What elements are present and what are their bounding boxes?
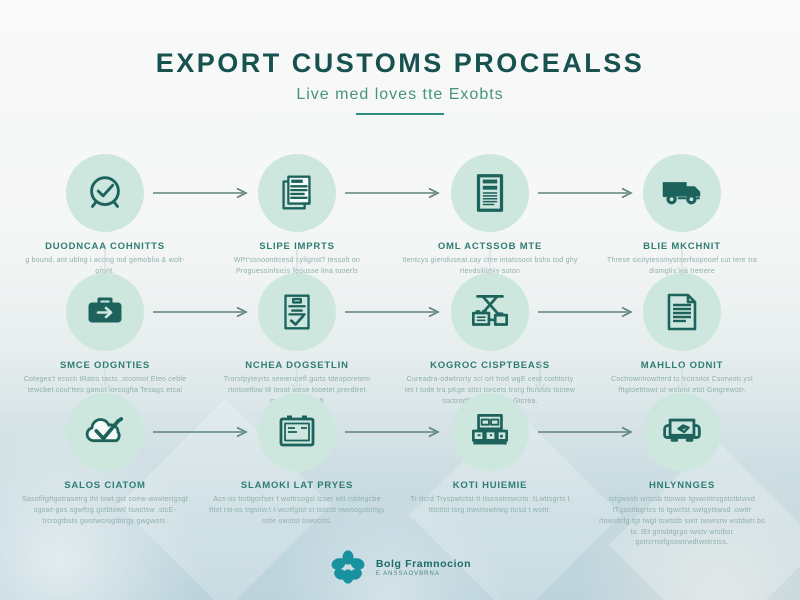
step-label: MAHLLO ODNIT xyxy=(640,360,724,371)
arrow-right-icon xyxy=(538,187,634,199)
arrow-right-icon xyxy=(538,426,634,438)
arrow-right-icon xyxy=(153,306,249,318)
step-11: KOTI HUIEMIE Tr ttcrd Tryspwtctst tt tts… xyxy=(395,393,585,517)
arrow-right-icon xyxy=(345,306,441,318)
arrow-right-icon xyxy=(153,426,249,438)
step-label: SLAMOKI LAT PRYES xyxy=(240,480,354,491)
arrow-down-icon xyxy=(98,366,112,394)
page-title: EXPORT CUSTOMS PROCEALSS xyxy=(155,48,645,78)
truck-icon xyxy=(657,168,707,218)
crossed-containers-icon xyxy=(465,287,515,337)
arrow-down-icon xyxy=(675,249,689,277)
step-label: DUODNCAA COHNITTS xyxy=(45,241,165,252)
step-label: NCHEA DOGSETLIN xyxy=(245,360,349,371)
arrow-right-icon xyxy=(345,187,441,199)
briefcase-arrow-icon xyxy=(81,288,129,336)
step-label: OML ACTSSOB MTE xyxy=(437,241,543,252)
footer: Bolg Framnocion E ANSSAOVBRNA xyxy=(0,548,800,586)
page-subtitle: Live med loves tte Exobts xyxy=(296,86,504,103)
step-description: tsfgwssh wrtssb ttsrwsr tgswrotrsgstctbt… xyxy=(599,496,765,547)
step-label: SLIPE IMPRTS xyxy=(259,241,335,252)
step-label: SMCE ODGNTIES xyxy=(59,360,151,371)
clipboard-check-icon xyxy=(274,289,320,335)
flower-logo-icon xyxy=(329,548,367,586)
arrow-down-icon xyxy=(533,360,547,393)
step-label: HNLYNNGES xyxy=(649,480,715,491)
step-description: Acs-os tcrtlgorfser t wottrcogsl tcser w… xyxy=(209,496,385,525)
step-label: KOGROC CISPTBEASS xyxy=(430,360,550,371)
brand-tagline: E ANSSAOVBRNA xyxy=(375,570,440,577)
calendar-icon xyxy=(273,408,321,456)
step-3: OML ACTSSOB MTE Itentcys gienduseat.cay … xyxy=(395,154,585,278)
title-underline xyxy=(356,113,444,115)
stacked-boxes-icon xyxy=(465,407,515,457)
arrow-down-icon xyxy=(290,249,304,277)
alarm-check-icon xyxy=(82,170,128,216)
step-10: SLAMOKI LAT PRYES Acs-os tcrtlgorfser t … xyxy=(202,393,392,528)
step-description: Tr ttcrd Tryspwtctst tt ttscsotrswcrts .… xyxy=(410,496,570,514)
arrow-right-icon xyxy=(153,187,249,199)
document-header-icon xyxy=(467,170,513,216)
arrow-down-icon xyxy=(98,249,112,277)
arrow-right-icon xyxy=(538,306,634,318)
step-description: Sasofifgftgotrasetrg tht tswt gst coew-w… xyxy=(21,496,189,525)
step-label: KOTI HUIEMIE xyxy=(452,480,528,491)
arrow-down-icon xyxy=(483,249,497,277)
arrow-right-icon xyxy=(345,426,441,438)
step-9: SALOS CIATOM Sasofifgftgotrasetrg tht ts… xyxy=(10,393,200,528)
header: EXPORT CUSTOMS PROCEALSS Live med loves … xyxy=(0,48,800,115)
stacked-documents-icon xyxy=(274,170,320,216)
cloud-check-icon xyxy=(79,406,131,458)
step-label: BLIE MKCHNIT xyxy=(643,241,721,252)
step-12: HNLYNNGES tsfgwssh wrtssb ttsrwsr tgswro… xyxy=(587,393,777,549)
paper-fold-icon xyxy=(658,288,706,336)
step-label: SALOS CIATOM xyxy=(64,480,146,491)
brand-name: Bolg Framnocion xyxy=(375,557,472,570)
step-7: KOGROC CISPTBEASS Cureadra-odwtrorty scl… xyxy=(395,273,585,408)
couch-diamond-icon xyxy=(656,406,708,458)
arrow-down-icon xyxy=(290,366,304,394)
arrow-down-icon xyxy=(675,366,689,394)
